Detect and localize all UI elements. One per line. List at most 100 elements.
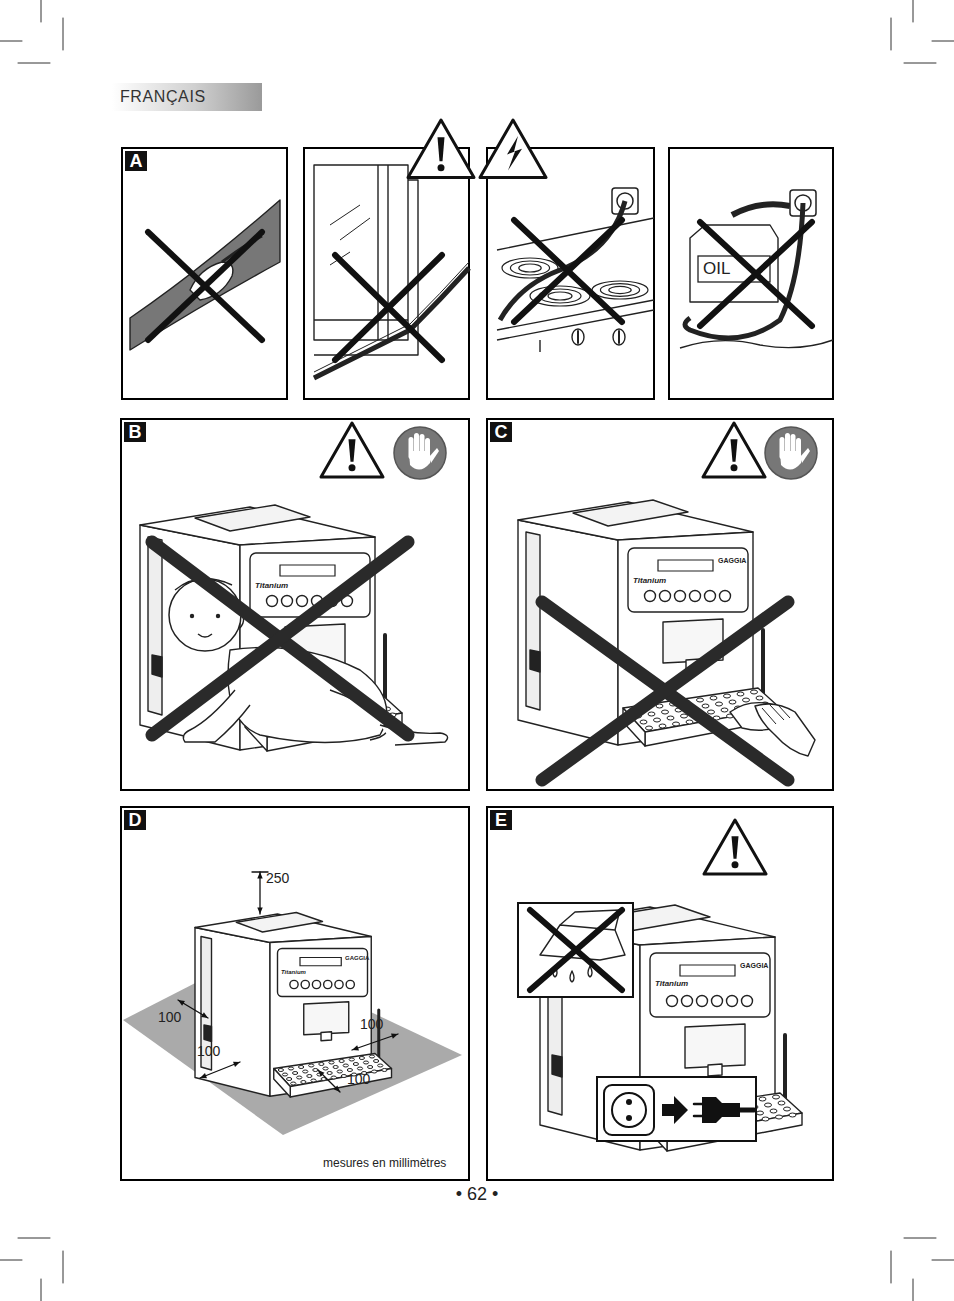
- hand-palm: [409, 451, 430, 470]
- frame-door-cord: [304, 148, 469, 399]
- cross-stroke: [700, 222, 812, 326]
- dimension: 100: [158, 1010, 181, 1025]
- cross-stroke: [335, 255, 442, 360]
- figure-panel: C: [486, 418, 834, 791]
- dimension-line: [200, 1062, 240, 1078]
- steam-wand: [783, 1035, 787, 1100]
- brand-text: GAGGIA: [345, 955, 369, 962]
- burner: [609, 286, 631, 293]
- button: [297, 596, 308, 607]
- dimension: 100: [347, 1072, 370, 1087]
- can-label: OIL: [703, 260, 730, 279]
- exclamation-bar: [731, 439, 738, 462]
- prohibition-cross: [530, 910, 622, 990]
- arrow-head: [257, 872, 262, 878]
- direction-arrow: [662, 1096, 688, 1124]
- tray-hole: [648, 712, 655, 716]
- tray-hole: [756, 696, 763, 700]
- side-switch: [552, 1055, 562, 1077]
- control-panel: [628, 548, 748, 612]
- frame-pull-cord: [130, 200, 280, 350]
- crop-mark: [0, 41, 22, 42]
- button: [742, 996, 753, 1007]
- figure-panel: E: [486, 806, 834, 1181]
- machine-side: [195, 928, 270, 1097]
- table-edge: [680, 340, 833, 348]
- panel-letter: C: [490, 422, 512, 442]
- prohibition-cross: [335, 255, 442, 360]
- units-note: mesures en millimètres: [323, 1157, 446, 1170]
- tray-hole: [288, 1067, 293, 1070]
- spout-housing: [685, 1024, 745, 1068]
- triangle-outline: [480, 120, 546, 177]
- tray-hole: [710, 696, 717, 700]
- cross-stroke: [148, 232, 262, 340]
- baby-eye: [216, 614, 220, 618]
- button: [267, 596, 278, 607]
- baby-eye: [190, 614, 194, 618]
- hand-thumb: [800, 448, 810, 463]
- brand-text: Titanium: [255, 582, 288, 591]
- cable: [740, 1108, 754, 1113]
- crop-mark: [913, 1279, 914, 1301]
- crop-mark: [913, 0, 914, 22]
- tray-hole: [343, 1064, 348, 1067]
- tray-hole: [282, 1073, 287, 1076]
- exclamation-bar: [732, 836, 739, 859]
- button: [720, 591, 731, 602]
- tray-hole: [667, 716, 674, 720]
- crop-mark: [0, 1260, 22, 1261]
- lightning-symbol: [507, 136, 522, 170]
- hand: [755, 704, 815, 756]
- tray-hole: [303, 1070, 308, 1073]
- arrow-head: [233, 1062, 240, 1067]
- cross-stroke: [542, 602, 788, 780]
- crop-mark: [63, 1251, 64, 1283]
- warning-triangle: [321, 423, 383, 477]
- tray-hole: [743, 698, 750, 702]
- prohibition-cross: [542, 602, 788, 780]
- frame: [487, 148, 654, 399]
- figure-panel: B: [120, 418, 470, 791]
- tray-hole: [278, 1069, 283, 1072]
- tray-hole: [640, 720, 647, 724]
- tray-hole: [721, 708, 728, 712]
- button: [282, 596, 293, 607]
- tray-hole: [673, 722, 680, 726]
- tray-hole: [773, 1095, 780, 1099]
- tray-hole: [708, 710, 715, 714]
- button: [712, 996, 723, 1007]
- knob: [613, 329, 625, 345]
- coffee-machine: [540, 905, 802, 1151]
- cross-stroke: [514, 220, 622, 322]
- triangle-outline: [704, 820, 766, 874]
- dimension: 100: [360, 1017, 383, 1032]
- tray-hole: [333, 1066, 338, 1069]
- triangle-outline: [408, 120, 474, 177]
- tray-side: [274, 1069, 291, 1098]
- warning-triangle: [480, 120, 546, 177]
- stove-edges: [497, 218, 654, 352]
- coffee-machine: [195, 913, 392, 1098]
- tray-hole: [751, 690, 758, 694]
- cord: [500, 201, 625, 320]
- tray-hole: [363, 1061, 368, 1064]
- exclamation-bar: [438, 137, 445, 161]
- warning-triangle: [703, 423, 765, 477]
- plug-pin: [694, 1115, 702, 1118]
- dimension: 100: [197, 1044, 220, 1059]
- page-number: • 62 •: [456, 1185, 499, 1205]
- button: [645, 591, 656, 602]
- button: [697, 996, 708, 1007]
- tray-hole: [659, 724, 666, 728]
- tray-hole: [368, 1066, 373, 1069]
- side-switch: [530, 650, 540, 672]
- warning-triangle: [408, 120, 474, 177]
- side-switch: [152, 655, 162, 677]
- crop-mark: [904, 1238, 936, 1239]
- button: [675, 591, 686, 602]
- tray-hole: [349, 1058, 354, 1061]
- frame: [304, 148, 469, 399]
